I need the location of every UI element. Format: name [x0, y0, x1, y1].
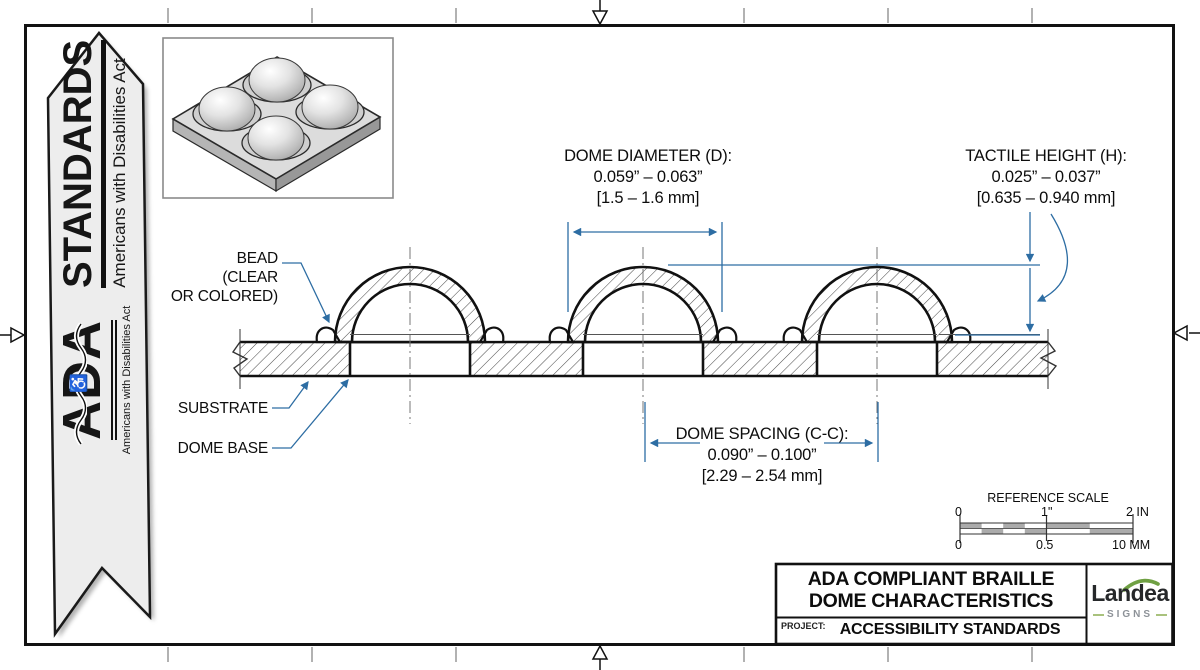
title-block-line1: ADA COMPLIANT BRAILLE [807, 568, 1055, 590]
tactile-height-inches: 0.025” – 0.037” [991, 168, 1101, 186]
scale-top-2in: 2 IN [1126, 505, 1149, 519]
scale-top-0: 0 [955, 505, 962, 519]
dome-base-edges [348, 342, 939, 376]
centerlines [409, 247, 878, 424]
reference-scale-bar [959, 514, 1134, 543]
tactile-height-label: TACTILE HEIGHT (H): 0.025” – 0.037” [0.6… [916, 146, 1176, 209]
wheelchair-icon: ♿ [71, 372, 88, 393]
dome-spacing-mm: [2.29 – 2.54 mm] [701, 467, 823, 485]
dome-spacing-inches: 0.090” – 0.100” [707, 446, 817, 464]
tactile-height-mm: [0.635 – 0.940 mm] [976, 189, 1116, 207]
iso-domes [192, 57, 365, 161]
landea-logo-name: Landea [1091, 580, 1169, 606]
bead-callout: BEAD (CLEAR OR COLORED) [158, 249, 278, 306]
ada-logo-subtitle: Americans with Disabilities Act [121, 305, 133, 455]
sheet-border [24, 24, 1175, 646]
title-block-line2: DOME CHARACTERISTICS [808, 590, 1054, 612]
ribbon-banner: ADA ♿ Americans with Disabilities Act ST… [44, 39, 144, 612]
height-leader-curve [1036, 213, 1069, 302]
tactile-height-title: TACTILE HEIGHT (H): [965, 147, 1127, 165]
dimension-lines [272, 212, 1069, 462]
iso-thumbnail [162, 37, 394, 199]
scale-bottom-0: 0 [955, 538, 962, 552]
bead-callout-line1: BEAD [236, 250, 279, 267]
landea-logo: Landea SIGNS [1088, 566, 1172, 640]
ribbon-shape [46, 31, 154, 638]
scale-bottom-05: 0.5 [1036, 538, 1054, 552]
break-marks [231, 329, 1058, 389]
substrate-callout: SUBSTRATE [177, 400, 268, 417]
ada-logo: ADA ♿ Americans with Disabilities Act [52, 294, 133, 466]
dome-diameter-mm: [1.5 – 1.6 mm] [596, 189, 700, 207]
landea-logo-tagline-row: SIGNS [1088, 609, 1172, 620]
registration-marks [167, 8, 1033, 662]
tagline-dash-left [1092, 613, 1104, 616]
ribbon-title: STANDARDS [56, 39, 106, 288]
project-label: PROJECT: [781, 621, 826, 631]
reference-scale-title: REFERENCE SCALE [987, 491, 1109, 505]
ada-wave-icon [74, 322, 87, 446]
bead-callout-line2: (CLEAR [222, 269, 278, 286]
substrate-leader [272, 380, 309, 409]
standards-block: STANDARDS Americans with Disabilities Ac… [56, 39, 130, 288]
ada-logo-text: ADA ♿ [52, 320, 117, 446]
tagline-dash-right [1156, 613, 1168, 616]
landea-swoosh-icon [1122, 578, 1160, 592]
scale-bottom-10mm: 10 MM [1112, 538, 1151, 552]
bead-leader [282, 262, 330, 324]
project-value: ACCESSIBILITY STANDARDS [839, 621, 1061, 638]
scale-top-1in: 1" [1041, 505, 1053, 519]
title-block-lines [774, 562, 1174, 646]
dome-base-leader [272, 379, 349, 449]
dome-spacing-title: DOME SPACING (C-C): [675, 425, 849, 443]
bead-callout-line3: OR COLORED) [170, 288, 278, 305]
dome-diameter-label: DOME DIAMETER (D): 0.059” – 0.063” [1.5 … [518, 146, 778, 209]
ribbon-subtitle: Americans with Disabilities Act [110, 58, 129, 288]
dome-diameter-title: DOME DIAMETER (D): [564, 147, 732, 165]
dome-spacing-label: DOME SPACING (C-C): 0.090” – 0.100” [2.2… [632, 424, 892, 487]
dome-base-callout: DOME BASE [177, 440, 269, 457]
landea-logo-tagline: SIGNS [1106, 609, 1154, 620]
cross-section [231, 247, 1058, 424]
dome-diameter-inches: 0.059” – 0.063” [593, 168, 703, 186]
